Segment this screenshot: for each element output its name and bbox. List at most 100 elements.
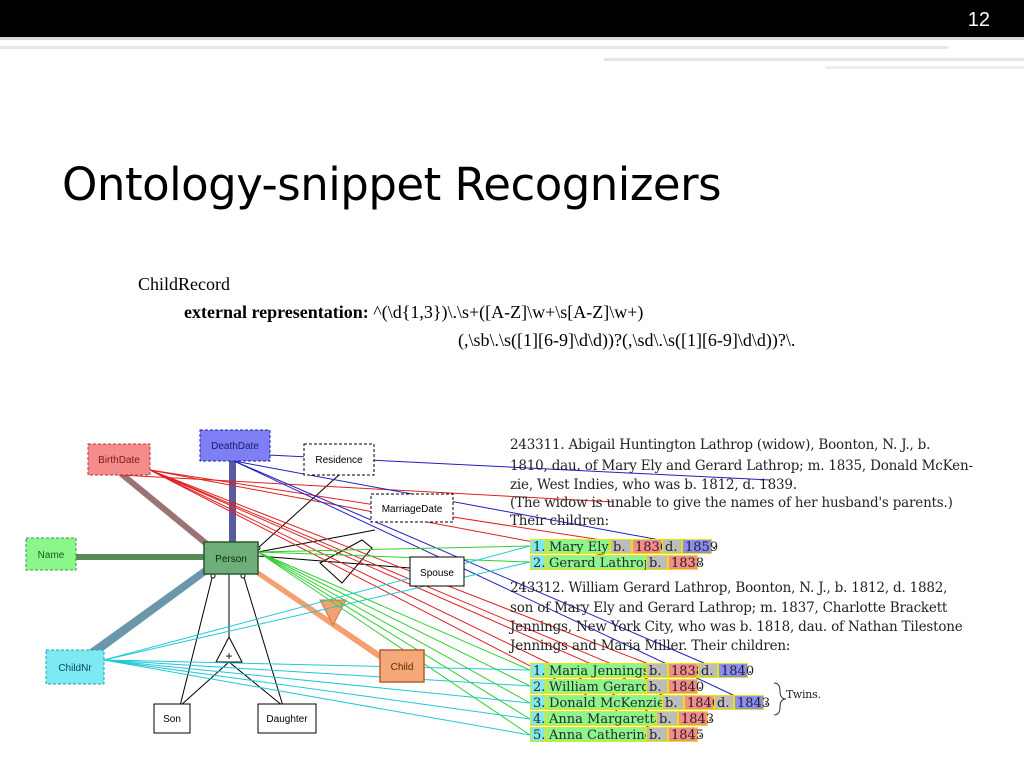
death-marker: d. (662, 539, 682, 555)
birth-marker: b. (656, 711, 678, 727)
header-rule (0, 37, 1024, 40)
name-mapping-lines (257, 545, 531, 736)
regex-line-1: ^(\d{1,3})\.\s+([A-Z]\w+\s[A-Z]\w+) (373, 302, 644, 322)
daughter-box[interactable]: Daughter (257, 703, 317, 734)
person-spouse-edge (257, 555, 411, 569)
child-name: William Gerard (546, 679, 650, 695)
deathdate-label: DeathDate (211, 441, 259, 452)
person-daughter-edge (242, 573, 284, 707)
spouse-box[interactable]: Spouse (409, 556, 465, 587)
marriagedate-box[interactable]: MarriageDate (370, 493, 454, 523)
generalization-symbol: + (225, 649, 232, 663)
record-end: . (698, 677, 703, 693)
birth-year: 1838 (668, 663, 704, 679)
doc-line: zie, West Indies, who was b. 1812, d. 18… (510, 477, 797, 493)
birth-year: 1838 (668, 555, 704, 571)
person-birthdate-edge (118, 472, 214, 549)
birth-year: 1840 (684, 695, 720, 711)
slide-title: Ontology-snippet Recognizers (62, 158, 722, 211)
birth-marker: b. (646, 679, 668, 695)
son-box[interactable]: Son (153, 703, 191, 734)
child-number: 1. (530, 663, 546, 679)
death-year: 1840 (718, 663, 754, 679)
name-box[interactable]: Name (25, 537, 77, 571)
header-rule (604, 58, 1024, 61)
person-name-edge (76, 554, 204, 560)
recognizer-label: external representation: (184, 302, 369, 322)
header-rule (0, 46, 948, 49)
childnr-label: ChildNr (58, 663, 92, 674)
son-label: Son (163, 714, 181, 725)
doc-line: Jennings and Maria Miller. Their childre… (510, 638, 791, 654)
gen-son-edge (179, 661, 230, 707)
doc-line: 243312. William Gerard Lathrop, Boonton,… (510, 580, 948, 596)
doc-line: Jennings, New York City, who was b. 1818… (510, 619, 963, 635)
slide-number: 12 (967, 9, 990, 31)
person-childnr-edge (86, 568, 210, 656)
birth-year: 1836 (632, 539, 668, 555)
record-end: . (764, 693, 769, 709)
doc-line: (The widow is unable to give the names o… (510, 495, 953, 511)
child-name: Anna Catherine (546, 727, 652, 743)
child-number: 3. (530, 695, 546, 711)
birthdate-box[interactable]: BirthDate (87, 443, 151, 476)
birth-marker: b. (646, 727, 668, 743)
daughter-label: Daughter (266, 714, 308, 725)
record-end: . (708, 709, 713, 725)
death-marker: d. (714, 695, 734, 711)
death-year: 1843 (734, 695, 770, 711)
record-end: . (698, 725, 703, 741)
birthdate-label: BirthDate (98, 455, 140, 466)
child-number: 5. (530, 727, 546, 743)
child-box[interactable]: Child (379, 649, 425, 683)
twins-note: Twins. (786, 688, 821, 701)
child-name: Maria Jennings (546, 663, 650, 679)
person-son-edge (179, 573, 214, 707)
doc-line: Their children: (510, 513, 609, 529)
record-end: . (698, 553, 703, 569)
doc-line: 243311. Abigail Huntington Lathrop (wido… (510, 437, 931, 453)
doc-line: son of Mary Ely and Gerard Lathrop; m. 1… (510, 600, 948, 616)
person-child-edge (252, 570, 385, 660)
birth-marker: b. (646, 663, 668, 679)
child-name: Donald McKenzie (546, 695, 665, 711)
regex-line-2: (,\sb\.\s([1][6-9]\d\d))?(,\sd\.\s([1][6… (458, 330, 796, 350)
child-number: 4. (530, 711, 546, 727)
marriagedate-label: MarriageDate (382, 504, 443, 515)
birth-marker: b. (646, 555, 668, 571)
child-name: Anna Margaretta (546, 711, 662, 727)
death-marker: d. (698, 663, 718, 679)
recognizer-name: ChildRecord (138, 274, 230, 294)
childnr-box[interactable]: ChildNr (45, 649, 105, 685)
child-name: Mary Ely (546, 539, 610, 555)
birth-year: 1843 (678, 711, 714, 727)
birth-year: 1845 (668, 727, 704, 743)
residence-label: Residence (315, 455, 363, 466)
name-label: Name (38, 550, 65, 561)
record-end: . (748, 661, 753, 677)
residence-box[interactable]: Residence (303, 443, 375, 476)
person-marriagedate-edge (257, 529, 376, 553)
birth-year: 1840 (668, 679, 704, 695)
child-number: 2. (530, 555, 546, 571)
child-name: Gerard Lathrop (546, 555, 652, 571)
top-bar: 12 (0, 0, 1024, 37)
birth-marker: b. (610, 539, 632, 555)
marriage-relation (319, 539, 373, 584)
header-rule (826, 66, 1024, 69)
birth-marker: b. (662, 695, 684, 711)
gen-daughter-edge (228, 661, 284, 707)
child-label: Child (391, 662, 414, 673)
person-label: Person (215, 554, 247, 565)
twins-brace (773, 682, 787, 716)
spouse-label: Spouse (420, 568, 454, 579)
doc-line: 1810, dau. of Mary Ely and Gerard Lathro… (510, 458, 973, 474)
death-year: 1859 (682, 539, 718, 555)
person-box[interactable]: Person (203, 541, 259, 575)
recognizer-definition: external representation: ^(\d{1,3})\.\s+… (184, 302, 643, 323)
record-end: . (712, 537, 717, 553)
deathdate-box[interactable]: DeathDate (199, 429, 271, 462)
generalization-triangle (215, 635, 243, 663)
child-number: 1. (530, 539, 546, 555)
